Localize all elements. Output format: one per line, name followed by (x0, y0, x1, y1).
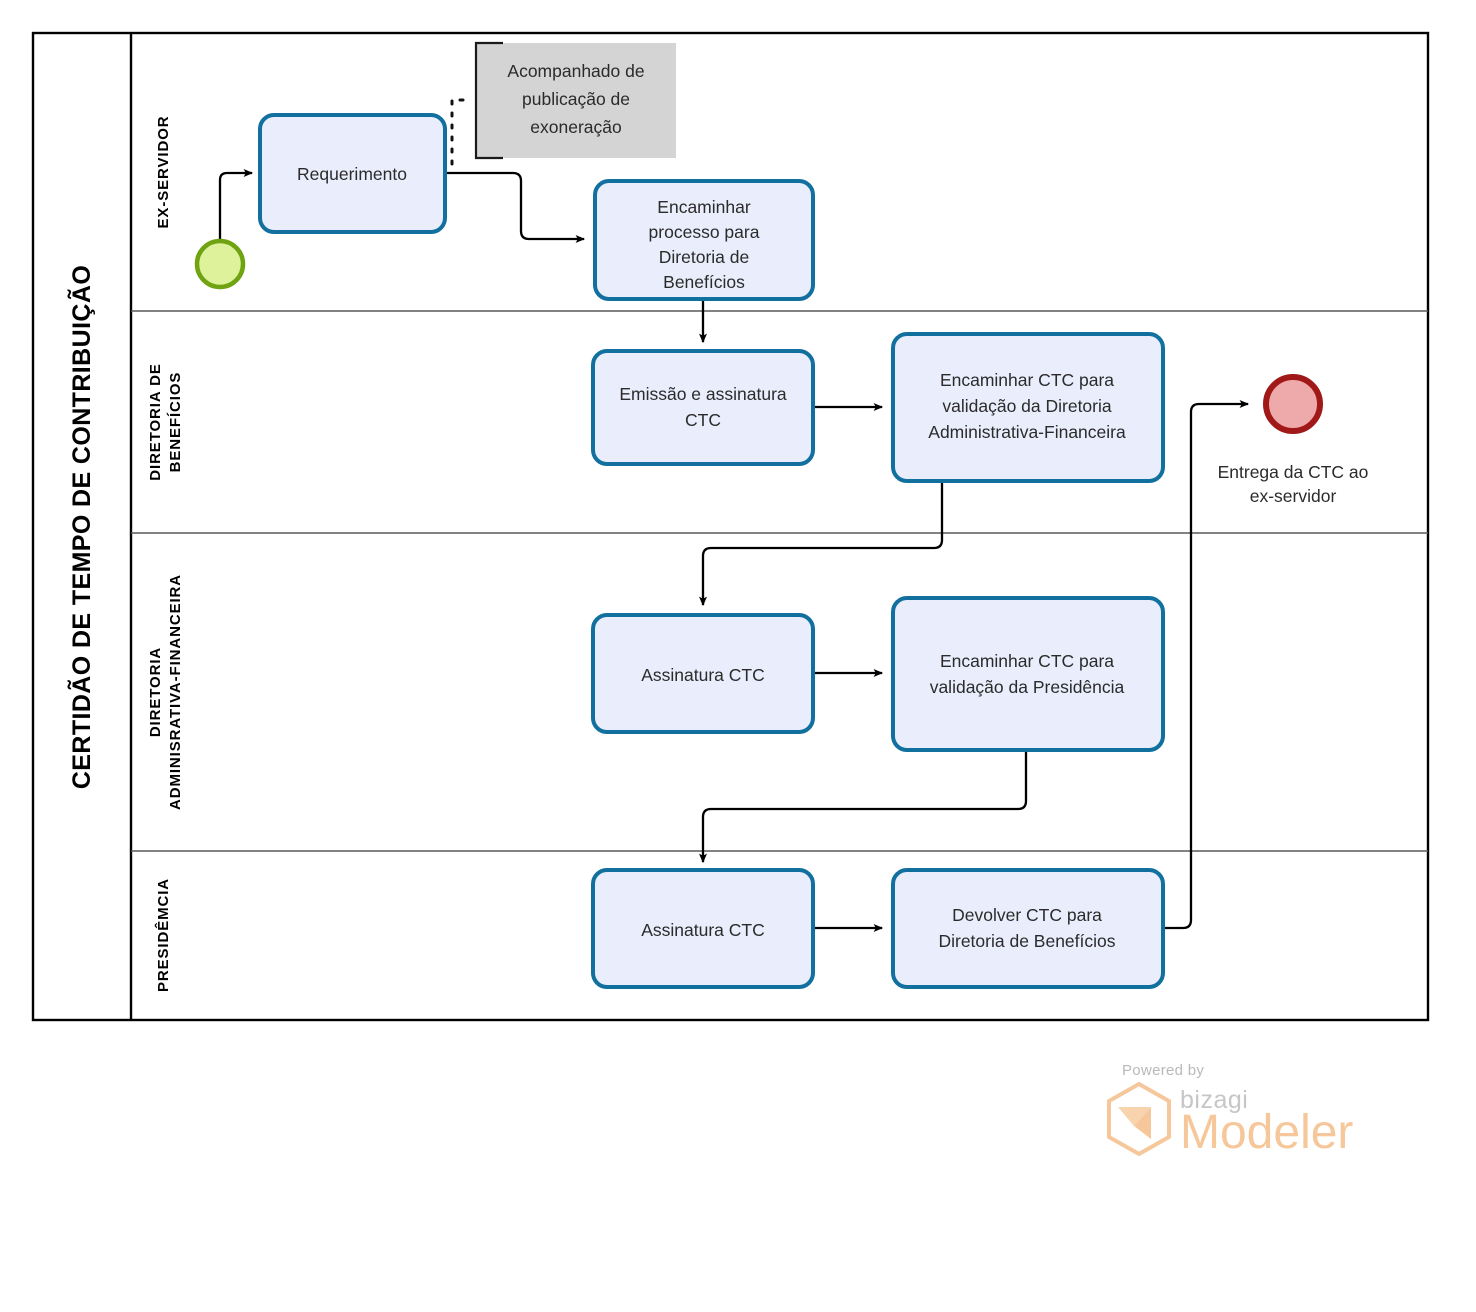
flow-devolver-to-end-event (1164, 400, 1250, 930)
flow-start-to-requerimento (218, 169, 254, 246)
flow-encaminhar-presidencia-to-assinatura-presidencia (699, 749, 1028, 864)
annotation-line-2: publicação de (522, 89, 630, 109)
lane-dividers (131, 310, 1428, 852)
annotation-line-1: Acompanhado de (507, 61, 644, 81)
task-label: Assinatura CTC (641, 920, 765, 940)
lane-label-text: PRESIDÊMCIA (154, 878, 172, 992)
task-assinatura-ctc-presidencia[interactable]: Assinatura CTC (591, 868, 815, 989)
task-requerimento[interactable]: Requerimento (258, 113, 447, 234)
task-label-line1: Encaminhar (657, 197, 751, 217)
lane-label-ex-servidor: EX-SERVIDOR (155, 116, 172, 229)
annotation-association (450, 98, 472, 166)
lane-label-presidencia: PRESIDÊMCIA (154, 878, 172, 992)
annotation-line-3: exoneração (530, 117, 621, 137)
end-event-label-line1: Entrega da CTC ao (1218, 462, 1369, 482)
task-label: Requerimento (297, 164, 407, 184)
task-label-line2: validação da Diretoria (942, 396, 1112, 416)
task-label-line4: Benefícios (663, 272, 745, 292)
task-encaminhar-ctc-presidencia[interactable]: Encaminhar CTC para validação da Presidê… (891, 596, 1165, 752)
task-label-line2: Diretoria de Benefícios (938, 931, 1115, 951)
modeler-wordmark: Modeler (1180, 1106, 1354, 1159)
task-assinatura-ctc-daf[interactable]: Assinatura CTC (591, 613, 815, 734)
task-label-line2: processo para (649, 222, 760, 242)
bizagi-wordmark: bizagi (1180, 1086, 1249, 1114)
annotation-acompanhado: Acompanhado de publicação de exoneração (474, 41, 676, 160)
task-label-line2: CTC (685, 410, 721, 430)
lane-label-text-line2: ADMINISRATIVA-FINANCEIRA (167, 574, 184, 810)
lane-label-text-line1: DIRETORIA DE (147, 363, 164, 480)
lane-label-text-line2: BENEFÍCIOS (167, 372, 184, 473)
flow-requerimento-to-encaminhar-processo (447, 171, 586, 243)
flow-encaminhar-daf-to-assinatura-daf (699, 481, 944, 607)
sequence-flows (218, 169, 1250, 932)
lane-label-text-line1: DIRETORIA (147, 647, 164, 737)
lane-label-diretoria-adm-financeira: DIRETORIA ADMINISRATIVA-FINANCEIRA (147, 574, 184, 810)
task-label-line1: Encaminhar CTC para (940, 651, 1114, 671)
task-label-line2: validação da Presidência (930, 677, 1125, 697)
start-event[interactable] (194, 238, 246, 290)
lane-label-text: EX-SERVIDOR (155, 116, 172, 229)
task-encaminhar-ctc-daf[interactable]: Encaminhar CTC para validação da Diretor… (891, 332, 1165, 483)
end-event-label-line2: ex-servidor (1250, 486, 1337, 506)
end-event[interactable] (1263, 374, 1323, 434)
task-devolver-ctc[interactable]: Devolver CTC para Diretoria de Benefício… (891, 868, 1165, 989)
task-label-line1: Encaminhar CTC para (940, 370, 1114, 390)
task-label-line1: Devolver CTC para (952, 905, 1102, 925)
pool-title: CERTIDÃO DE TEMPO DE CONTRIBUIÇÃO (66, 265, 96, 789)
task-label-line3: Administrativa-Financeira (928, 422, 1126, 442)
task-encaminhar-processo[interactable]: Encaminhar processo para Diretoria de Be… (593, 179, 815, 301)
pool-frame (31, 31, 1430, 1022)
task-label: Assinatura CTC (641, 665, 765, 685)
task-label-line3: Diretoria de (659, 247, 749, 267)
task-emissao-assinatura-ctc[interactable]: Emissão e assinatura CTC (591, 349, 815, 466)
task-label-line1: Emissão e assinatura (619, 384, 787, 404)
lane-label-diretoria-beneficios: DIRETORIA DE BENEFÍCIOS (147, 363, 184, 480)
powered-by-label: Powered by (1122, 1062, 1205, 1079)
bizagi-hexagon-icon (1107, 1081, 1171, 1157)
bizagi-modeler-logo: Powered by bizagi Modeler (1104, 1062, 1404, 1172)
